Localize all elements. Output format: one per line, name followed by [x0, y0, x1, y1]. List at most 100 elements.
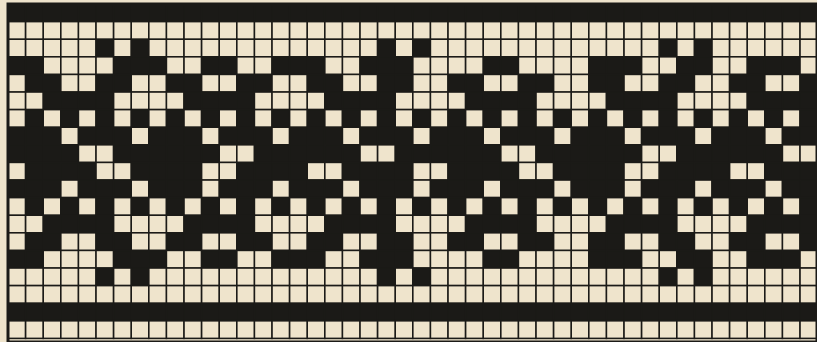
stitch-empty: [78, 110, 96, 128]
stitch-empty: [254, 198, 272, 216]
stitch-filled: [378, 57, 396, 75]
stitch-filled: [765, 303, 783, 321]
stitch-filled: [730, 180, 748, 198]
stitch-empty: [78, 250, 96, 268]
stitch-empty: [219, 22, 237, 40]
stitch-empty: [272, 22, 290, 40]
stitch-filled: [43, 180, 61, 198]
stitch-empty: [677, 39, 695, 57]
stitch-filled: [747, 303, 765, 321]
stitch-empty: [290, 215, 308, 233]
stitch-empty: [501, 233, 519, 251]
stitch-filled: [114, 145, 132, 163]
stitch-empty: [589, 268, 607, 286]
stitch-empty: [61, 286, 79, 304]
stitch-filled: [43, 162, 61, 180]
stitch-empty: [518, 321, 536, 339]
stitch-filled: [800, 110, 817, 128]
stitch-filled: [378, 162, 396, 180]
stitch-empty: [202, 268, 220, 286]
stitch-filled: [659, 162, 677, 180]
stitch-filled: [413, 198, 431, 216]
stitch-filled: [360, 215, 378, 233]
stitch-filled: [571, 180, 589, 198]
stitch-empty: [395, 110, 413, 128]
stitch-empty: [765, 286, 783, 304]
stitch-empty: [589, 39, 607, 57]
stitch-filled: [307, 180, 325, 198]
stitch-empty: [430, 22, 448, 40]
stitch-filled: [606, 233, 624, 251]
stitch-filled: [712, 180, 730, 198]
stitch-filled: [78, 127, 96, 145]
stitch-empty: [237, 250, 255, 268]
stitch-filled: [131, 57, 149, 75]
stitch-empty: [430, 74, 448, 92]
stitch-filled: [114, 57, 132, 75]
stitch-filled: [571, 4, 589, 22]
stitch-empty: [413, 233, 431, 251]
stitch-empty: [430, 162, 448, 180]
stitch-empty: [43, 110, 61, 128]
stitch-filled: [114, 74, 132, 92]
stitch-empty: [413, 286, 431, 304]
stitch-filled: [96, 4, 114, 22]
stitch-filled: [782, 250, 800, 268]
stitch-filled: [518, 92, 536, 110]
stitch-empty: [536, 57, 554, 75]
stitch-filled: [272, 4, 290, 22]
stitch-filled: [782, 92, 800, 110]
stitch-empty: [466, 198, 484, 216]
stitch-filled: [624, 4, 642, 22]
stitch-empty: [43, 268, 61, 286]
stitch-filled: [730, 127, 748, 145]
stitch-empty: [166, 268, 184, 286]
stitch-empty: [413, 321, 431, 339]
stitch-empty: [624, 286, 642, 304]
stitch-filled: [677, 303, 695, 321]
stitch-filled: [800, 233, 817, 251]
stitch-filled: [26, 250, 44, 268]
stitch-empty: [325, 110, 343, 128]
stitch-empty: [413, 92, 431, 110]
stitch-filled: [624, 215, 642, 233]
stitch-filled: [78, 303, 96, 321]
stitch-empty: [501, 74, 519, 92]
stitch-filled: [149, 180, 167, 198]
stitch-empty: [307, 22, 325, 40]
stitch-empty: [589, 22, 607, 40]
stitch-empty: [730, 39, 748, 57]
stitch-filled: [78, 92, 96, 110]
stitch-filled: [395, 233, 413, 251]
stitch-empty: [448, 286, 466, 304]
stitch-filled: [782, 57, 800, 75]
stitch-filled: [747, 74, 765, 92]
stitch-empty: [694, 215, 712, 233]
stitch-filled: [360, 303, 378, 321]
stitch-empty: [114, 286, 132, 304]
stitch-filled: [325, 180, 343, 198]
stitch-empty: [606, 268, 624, 286]
stitch-filled: [448, 162, 466, 180]
stitch-empty: [430, 57, 448, 75]
stitch-filled: [589, 180, 607, 198]
stitch-empty: [272, 268, 290, 286]
stitch-empty: [518, 39, 536, 57]
stitch-filled: [694, 110, 712, 128]
stitch-filled: [166, 233, 184, 251]
stitch-empty: [659, 145, 677, 163]
stitch-filled: [518, 180, 536, 198]
stitch-filled: [642, 215, 660, 233]
stitch-empty: [290, 286, 308, 304]
stitch-filled: [272, 198, 290, 216]
stitch-empty: [430, 233, 448, 251]
stitch-filled: [800, 180, 817, 198]
stitch-filled: [78, 180, 96, 198]
stitch-empty: [254, 39, 272, 57]
stitch-filled: [166, 180, 184, 198]
stitch-empty: [571, 57, 589, 75]
stitch-empty: [413, 127, 431, 145]
stitch-filled: [448, 74, 466, 92]
stitch-empty: [184, 110, 202, 128]
stitch-empty: [448, 321, 466, 339]
